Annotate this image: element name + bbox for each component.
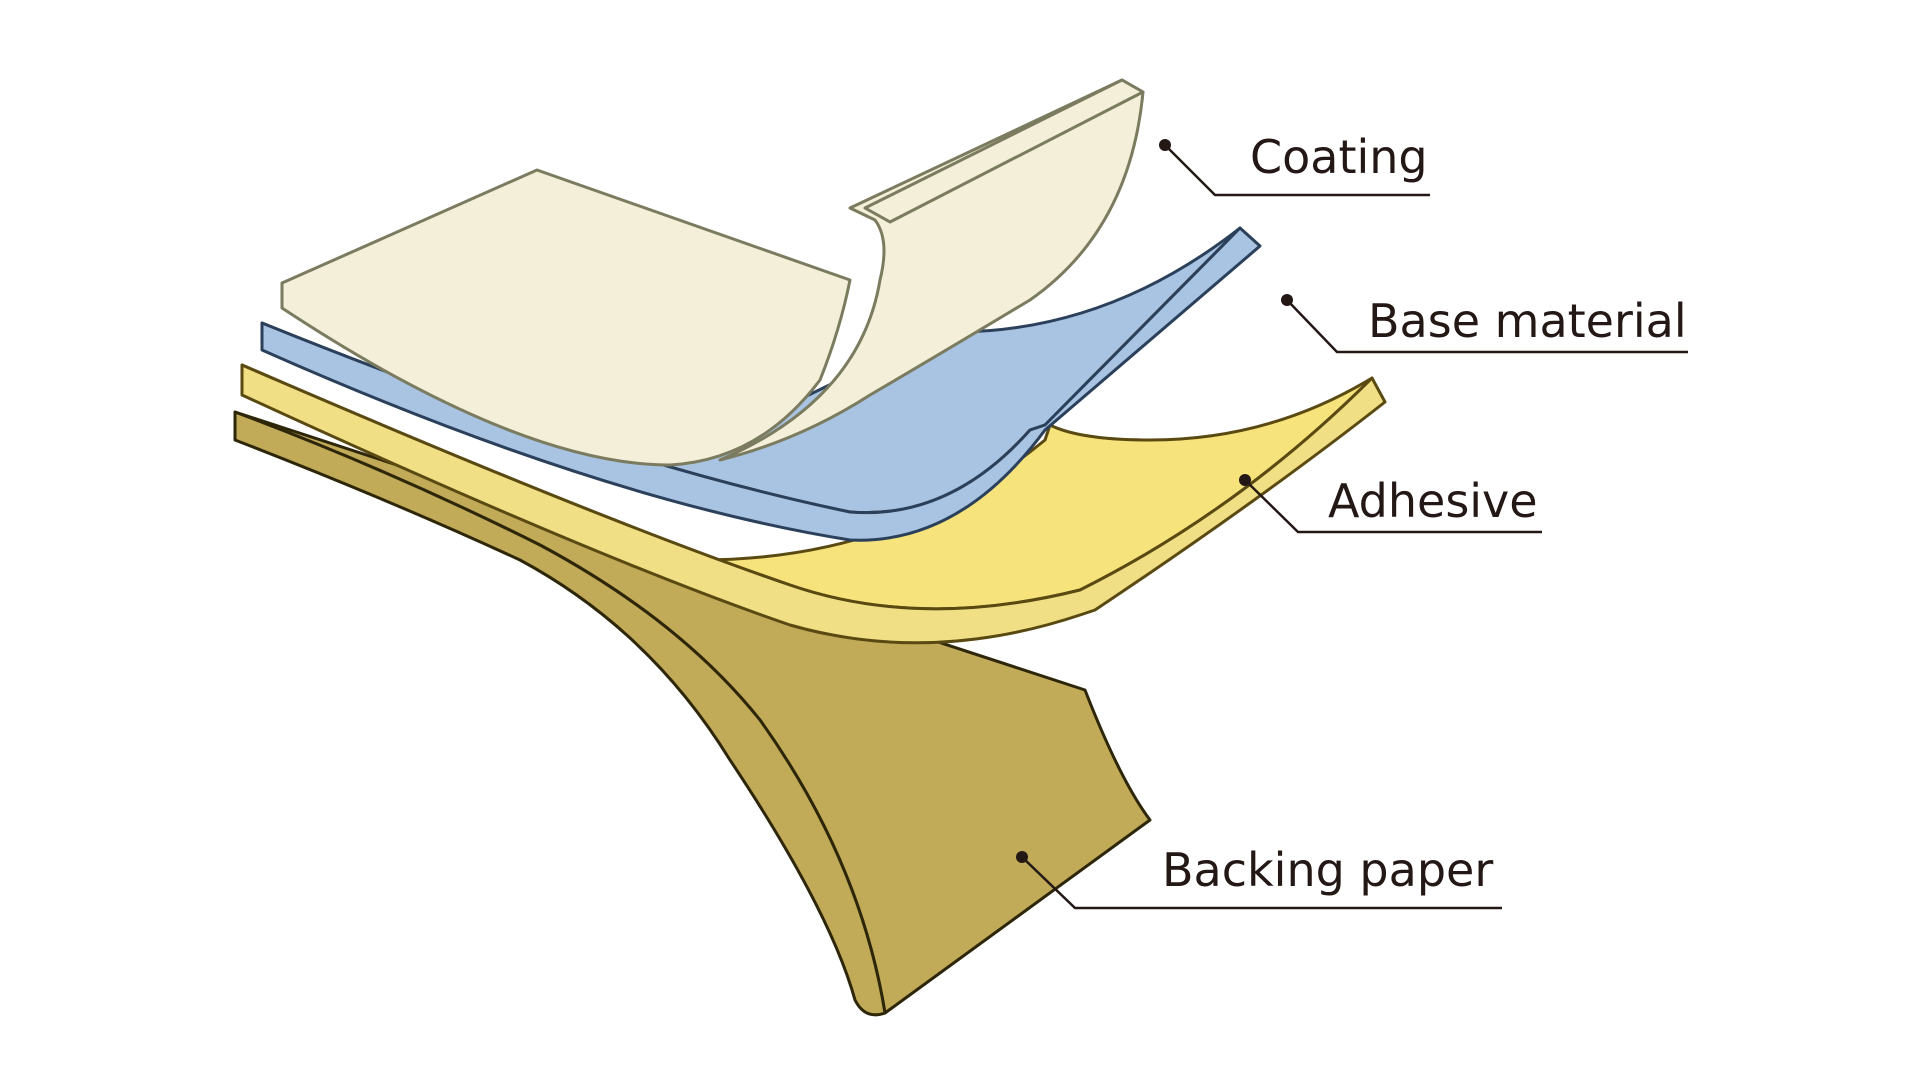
backing-paper-layer [233, 410, 1152, 1017]
leader-line [1244, 479, 1542, 534]
adhesive-edge [240, 363, 1387, 645]
coating-edge [863, 78, 1145, 224]
label-coating: Coating [1250, 130, 1428, 184]
callout-adhesive: Adhesive [1239, 474, 1542, 534]
label-base-material: Base material [1368, 294, 1687, 348]
coating-layer [280, 78, 1145, 467]
label-adhesive: Adhesive [1328, 474, 1538, 528]
callout-base-material: Base material [1281, 294, 1688, 354]
coating-surface [280, 168, 852, 467]
backing-paper-edge [233, 410, 887, 1017]
callout-coating: Coating [1159, 130, 1430, 197]
callout-backing-paper: Backing paper [1016, 843, 1502, 910]
leader-line [1021, 856, 1502, 910]
label-backing-paper: Backing paper [1162, 843, 1493, 897]
coating-curl [718, 78, 1145, 462]
leader-line [1286, 299, 1688, 354]
leader-line [1164, 144, 1430, 197]
adhesive-layer [240, 363, 1387, 645]
